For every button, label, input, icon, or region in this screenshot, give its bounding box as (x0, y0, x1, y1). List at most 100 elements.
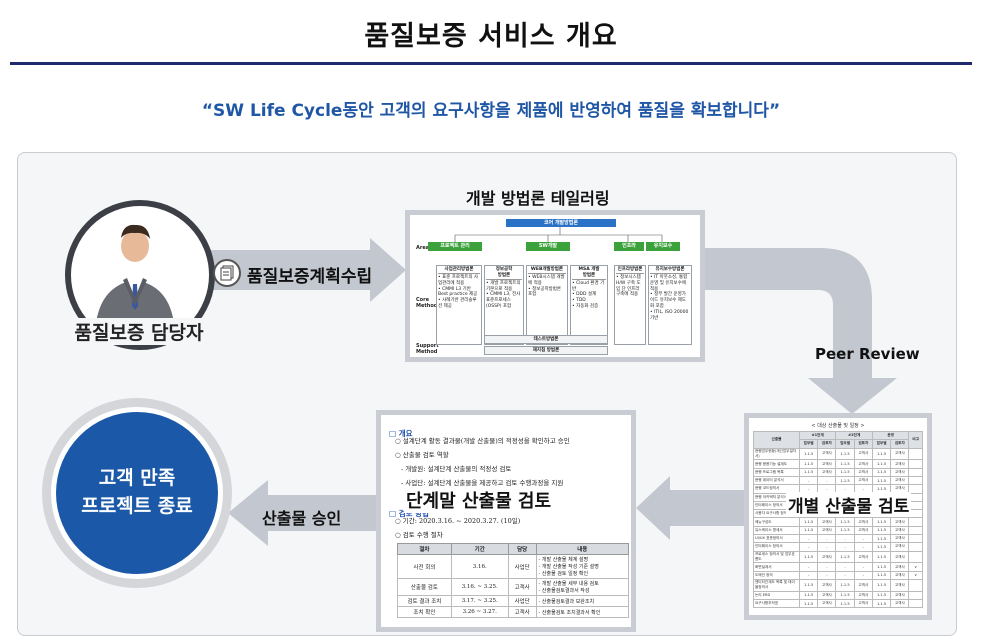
plan-label: 품질보증계획수립 (247, 267, 373, 287)
output-schedule-cell: 1.1.5 (798, 459, 819, 469)
output-schedule-cell: 고객사 (890, 562, 910, 572)
output-schedule-cell: 고객사 (853, 550, 873, 564)
page-subtitle: “SW Life Cycle동안 고객의 요구사항을 제품에 반영하여 품질을 … (201, 101, 781, 121)
output-schedule-cell: 고객사 (890, 550, 910, 564)
review-overview-line-2: ○ 산출물 검토 역할 (395, 451, 449, 459)
output-schedule-cell: 고객사 (890, 447, 910, 461)
phase-review-label: 단계말 산출물 검토 (404, 487, 554, 513)
output-schedule-cell (908, 550, 923, 564)
output-schedule-cell: - (817, 542, 837, 552)
output-schedule-cell (908, 525, 923, 536)
output-schedule-cell: 1.1.5 (835, 517, 855, 527)
output-schedule-cell: 고객사 (890, 579, 910, 592)
output-schedule-cell: - (835, 534, 855, 544)
review-method-line-1: ○ 기간: 2020.3.16. ~ 2020.3.27. (10일) (395, 517, 521, 525)
output-schedule-cell: 고객사 (853, 590, 873, 601)
output-schedule-cell: 1.1.5 (835, 590, 855, 601)
output-schedule-cell: 고객사 (817, 459, 837, 469)
output-schedule-cell: 1.1.5 (798, 579, 819, 592)
review-col-period: 기간 (450, 543, 509, 555)
output-schedule-cell: 1.1.5 (871, 525, 892, 536)
output-review-label: 개별 산출물 검토 (786, 492, 912, 517)
output-schedule-cell: 고객사 (890, 590, 910, 601)
output-schedule-cell: 고객사 (853, 475, 873, 486)
output-artifact-cell: 인터페이스 정의서 (753, 542, 800, 552)
output-schedule-cell: 고객사 (853, 599, 873, 609)
review-heading-overview: □ 개요 (389, 429, 413, 438)
core-method-ie: 정보공학 방법론 • 개발 프로젝트의 기본으로 적용 • CMMI L3, 전… (484, 265, 524, 345)
output-schedule-cell (908, 579, 923, 592)
output-schedule-cell: - (835, 542, 855, 552)
output-schedule-cell: 1.1.5 (798, 517, 819, 527)
output-schedule-cell: 1.1.5 (871, 517, 892, 527)
output-schedule-cell (908, 517, 923, 527)
output-schedule-cell (908, 590, 923, 601)
output-schedule-cell: 고객사 (853, 517, 873, 527)
output-schedule-cell: 1.1.5 (798, 467, 819, 477)
output-artifact-cell: 화면설계서 (753, 562, 800, 572)
output-schedule-cell (908, 599, 923, 609)
satisfaction-circle: 고객 만족 프로젝트 종료 (56, 412, 218, 574)
output-schedule-cell: - (798, 534, 819, 544)
output-schedule-cell: - (853, 570, 873, 581)
arrow-peer-review (700, 248, 897, 414)
output-schedule-cell: - (853, 542, 873, 552)
area-infra: 인프라 (614, 242, 644, 251)
output-schedule-cell: v (908, 570, 923, 581)
output-schedule-cell: 1.1.5 (871, 475, 892, 486)
output-schedule-cell: 1.1.5 (835, 459, 855, 469)
output-caption: < 대상 산출물 및 일정 > (811, 423, 865, 429)
methodology-core-label: Core Method (416, 297, 438, 309)
output-schedule-cell: - (835, 562, 855, 572)
output-schedule-cell: 고객사 (890, 534, 910, 544)
output-schedule-cell: - (798, 570, 819, 581)
output-schedule-cell: 고객사 (817, 590, 837, 601)
output-col-phase1: #1단계 (798, 430, 837, 441)
core-method-infra: 인프라방법론 • 정보시스템 H/W 구축 도입 단 인프라 구축에 적용 (614, 265, 646, 345)
output-artifact-cell: UI/UX 표준정의서 (753, 534, 800, 544)
output-schedule-cell: 1.1.5 (871, 467, 892, 477)
review-overview-line-1: ○ 설계단계 활동 결과물(개발 산출물)의 적정성을 확인하고 승인 (395, 437, 570, 445)
output-schedule-cell (908, 475, 923, 486)
output-col-ops: 운영 (871, 430, 910, 441)
output-artifact-cell: 프로세스 정의서 및 업무흐름도 (753, 550, 800, 564)
output-schedule-cell: 1.1.5 (798, 599, 819, 609)
methodology-connectors (454, 227, 663, 242)
output-schedule-cell: 고객사 (890, 542, 910, 552)
area-project-mgmt: 프로젝트 관리 (428, 242, 482, 251)
output-schedule-cell: - (817, 534, 837, 544)
output-schedule-cell: 고객사 (890, 475, 910, 486)
output-schedule-cell: 고객사 (817, 550, 837, 564)
output-artifact-cell: 요구사항추적표 (753, 599, 800, 609)
output-schedule-cell: 고객사 (817, 467, 837, 477)
review-method-line-2: ○ 검토 수행 절차 (395, 531, 443, 539)
output-col-artifact: 산출물 (753, 431, 800, 449)
output-schedule-cell: 1.1.5 (871, 534, 892, 544)
output-schedule-cell (908, 447, 923, 461)
output-schedule-cell: 1.1.5 (835, 475, 855, 486)
output-schedule-cell: 고객사 (853, 447, 873, 461)
core-method-msa: MSA 개발 방법론 • Cloud 환경 기반 • DDD 설계 • TDD … (570, 265, 608, 345)
output-schedule-cell: 1.1.5 (871, 447, 892, 461)
output-artifact-cell: 메뉴구성도 (753, 517, 800, 527)
title-divider (10, 62, 972, 65)
output-schedule-cell: 고객사 (817, 599, 837, 609)
person-label: 품질보증 담당자 (44, 318, 234, 345)
output-schedule-cell: - (835, 570, 855, 581)
methodology-area-label: Area (416, 245, 430, 251)
output-schedule-cell: 고객사 (817, 447, 837, 461)
